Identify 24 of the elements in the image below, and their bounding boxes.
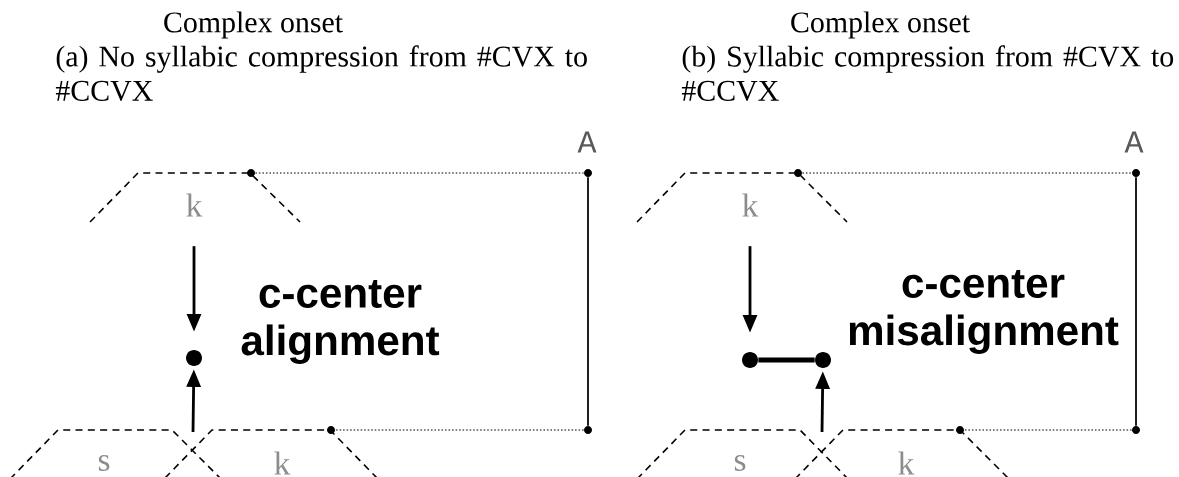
dotted-line [254, 172, 585, 174]
gesture-trapezoid: k [636, 172, 848, 223]
dotted-line [334, 429, 585, 431]
gesture-trapezoid: s [9, 429, 221, 477]
connector-line [1135, 176, 1137, 427]
dotted-line [963, 429, 1133, 431]
caption-text: (b) Syllabic compression from #CVX to #CCVX [681, 45, 1174, 102]
heading: Complex onset [164, 11, 343, 39]
connector-line [587, 176, 589, 427]
dot [186, 350, 202, 366]
annotation-text: c-center alignment [241, 280, 440, 364]
axis-label: A [577, 131, 597, 153]
connector-line [758, 357, 815, 363]
heading: Complex onset [791, 11, 970, 39]
gesture-trapezoid: s [636, 429, 849, 477]
caption-text: (a) No syllabic compression from #CVX to #CCVX [55, 45, 587, 102]
annotation-text: c-center misalignment [849, 270, 1119, 354]
axis-label: A [1124, 131, 1144, 153]
dotted-line [801, 172, 1133, 174]
gesture-trapezoid: k [164, 429, 379, 477]
gesture-trapezoid: k [794, 429, 1009, 477]
gesture-trapezoid: k [89, 172, 301, 223]
dot [815, 352, 831, 368]
dot [742, 352, 758, 368]
